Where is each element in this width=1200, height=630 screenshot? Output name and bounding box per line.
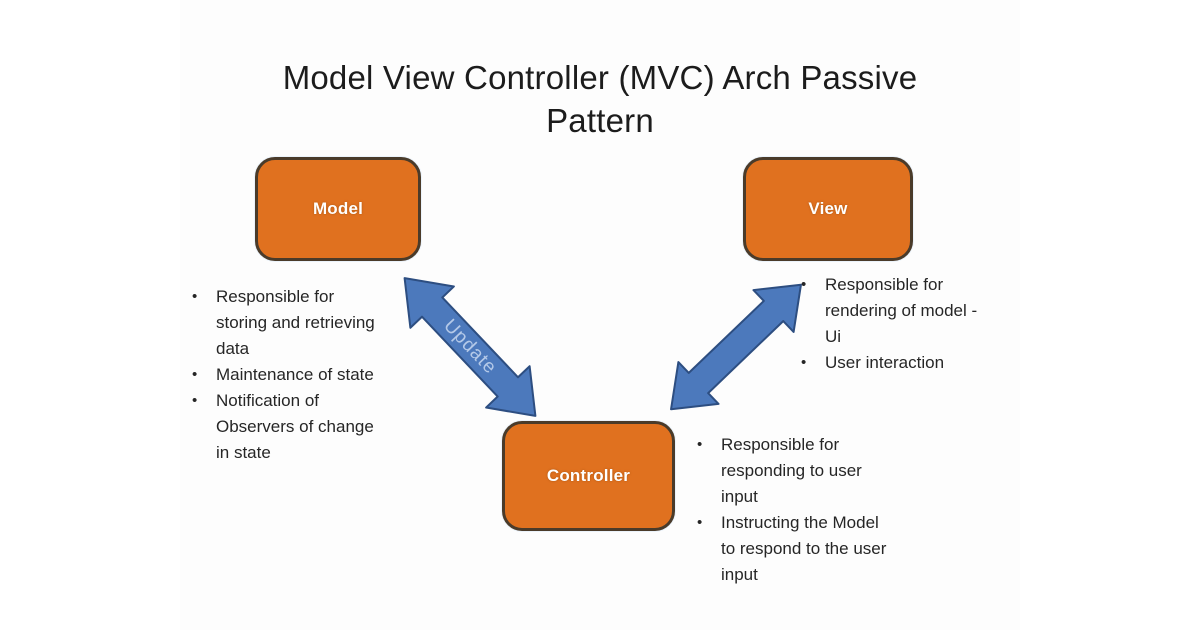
list-item: User interaction [798,350,992,376]
list-item: Responsible for rendering of model - Ui [798,272,992,350]
controller-node-label: Controller [546,466,631,485]
view-node-label: View [808,199,848,218]
model-node-label: Model [312,199,364,218]
list-item: Notification of Observers of change in s… [189,388,387,466]
view-bullet-list: Responsible for rendering of model - Ui … [798,272,992,376]
controller-node: Controller [502,421,675,531]
list-item: Responsible for responding to user input [694,432,890,510]
diagram-title: Model View Controller (MVC) Arch Passive… [282,59,918,140]
model-node: Model [255,157,421,261]
view-node: View [743,157,913,261]
list-item: Responsible for storing and retrieving d… [189,284,387,362]
model-bullet-list: Responsible for storing and retrieving d… [189,284,387,466]
list-item: Maintenance of state [189,362,387,388]
list-item: Instructing the Model to respond to the … [694,510,890,588]
controller-bullet-list: Responsible for responding to user input… [694,432,890,588]
